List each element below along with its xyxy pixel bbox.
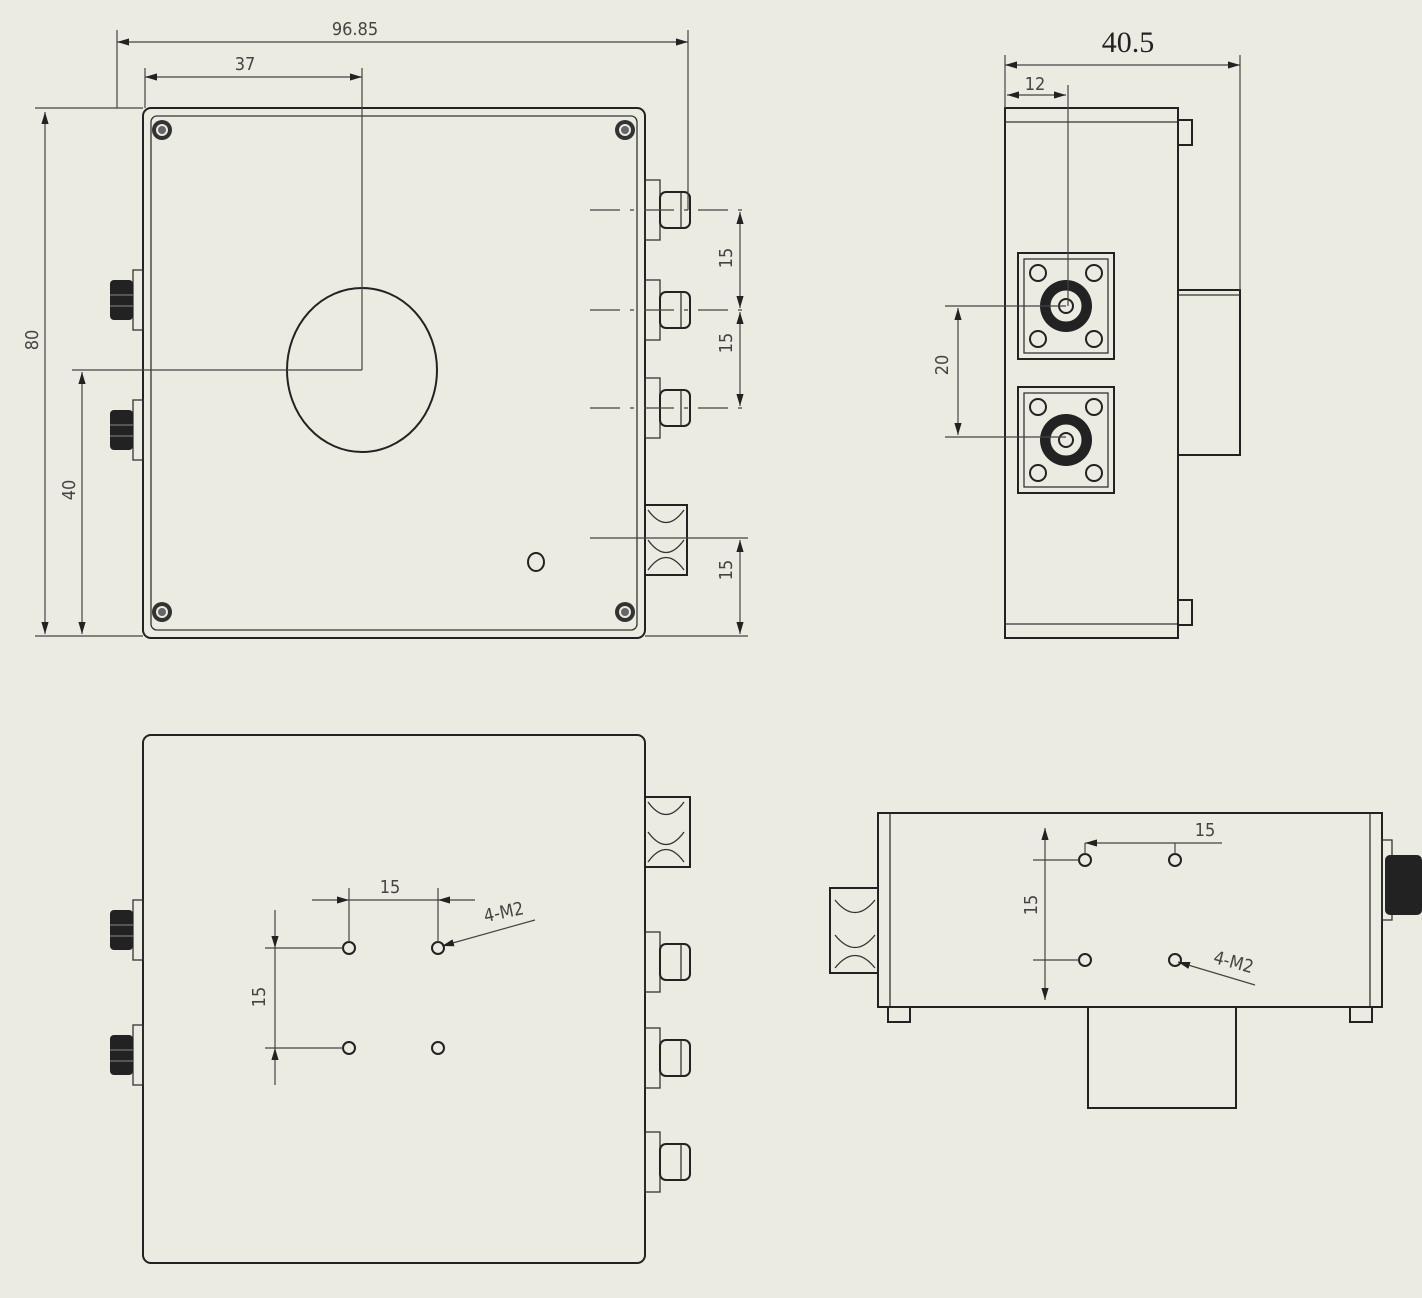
dim-overall-height: 80: [22, 330, 43, 351]
dim-connector-pitch: 20: [932, 355, 953, 376]
dim-connector-offset: 12: [1025, 74, 1046, 95]
dim-hole-spacing-y: 15: [249, 987, 270, 1008]
bottom-view: 15 15 4-M2: [109, 734, 691, 1264]
dim-depth: 40.5: [1102, 26, 1155, 59]
front-view: 96.85 37 80 40 15 15 15: [22, 19, 748, 639]
dim-connector-pitch-2: 15: [716, 333, 737, 354]
hole-callout: 4-M2: [482, 898, 526, 927]
dim-gland-offset: 15: [716, 560, 737, 581]
dim-hole-offset-x: 37: [235, 54, 256, 75]
rear-view: 15 15 4-M2: [829, 812, 1422, 1109]
rear-dim-hole-spacing-y: 15: [1021, 895, 1042, 916]
dim-hole-offset-y: 40: [59, 480, 80, 501]
side-view: 40.5 12 20: [932, 26, 1241, 639]
dim-hole-spacing-x: 15: [380, 877, 401, 898]
dim-overall-width: 96.85: [332, 19, 378, 40]
rear-dim-hole-spacing-x: 15: [1195, 820, 1216, 841]
dim-connector-pitch-1: 15: [716, 248, 737, 269]
